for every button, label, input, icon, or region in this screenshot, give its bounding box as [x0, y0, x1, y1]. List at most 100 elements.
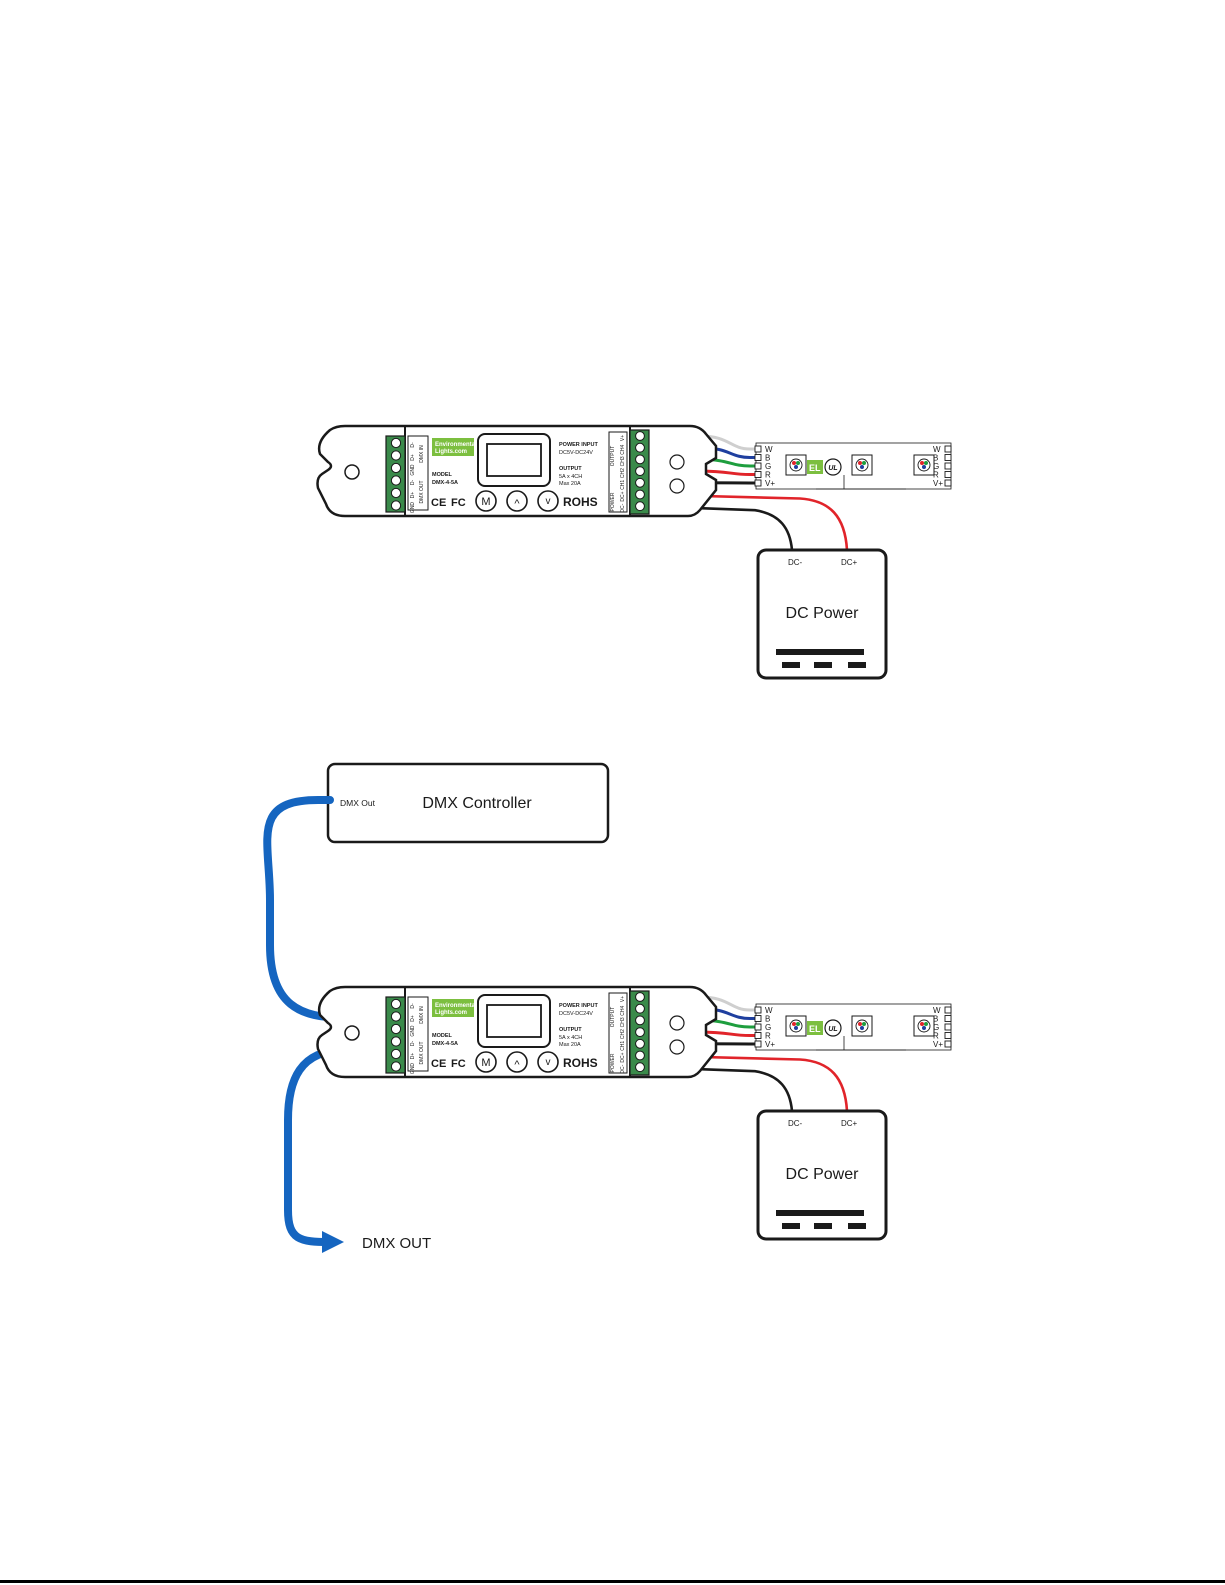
dmx-out-port-label: DMX Out	[340, 798, 376, 808]
output-side-label: OUTPUT	[610, 446, 616, 467]
power-input-label: POWER INPUT	[559, 1003, 598, 1009]
dmx-terminal-label: D-	[410, 480, 416, 486]
led-blue-die	[922, 1026, 926, 1030]
dmx-terminal-screw	[390, 475, 402, 486]
led-red-die	[792, 461, 796, 465]
output-value-2: Max 20A	[559, 481, 581, 487]
strip-pad-left	[754, 1023, 762, 1031]
strip-pad-right	[944, 479, 952, 487]
output-label: OUTPUT	[559, 1027, 582, 1033]
ul-logo-text: UL	[828, 1026, 837, 1033]
strip-pad-label-left: B	[765, 1015, 770, 1024]
output-terminal-screw	[635, 431, 645, 441]
output-terminal-label: DC+	[620, 491, 626, 501]
output-terminal-label: CH3	[620, 456, 626, 466]
power-input-value: DC5V-DC24V	[559, 1011, 593, 1017]
power-side-label: POWER	[610, 1053, 616, 1072]
output-terminal-screw	[635, 1038, 645, 1049]
dmx-terminal-screw	[390, 500, 402, 511]
output-terminal-label: CH2	[620, 1029, 626, 1039]
output-terminal-screw	[635, 1027, 645, 1037]
dmx-terminal-label: D-	[410, 1003, 416, 1009]
dc-power-title: DC Power	[786, 1166, 860, 1183]
brand-logo	[432, 438, 474, 456]
dc-minus-wire-b	[644, 1065, 794, 1112]
dmx-terminal-screw	[390, 1023, 402, 1035]
led-green-die	[862, 1022, 866, 1026]
led-red-die	[858, 1022, 862, 1026]
dmx-terminal-label: GND	[410, 502, 416, 514]
output-terminal-screw	[635, 477, 645, 488]
strip-pad-label-right: B	[933, 1015, 938, 1024]
strip-pad-label-left: W	[765, 445, 773, 454]
model-label: MODEL	[432, 472, 453, 478]
led-blue-die	[860, 465, 864, 469]
strip-pad-label-right: B	[933, 454, 938, 463]
led-green-die	[862, 461, 866, 465]
down-button-label: v	[546, 1057, 551, 1068]
output-label: OUTPUT	[559, 466, 582, 472]
page-bottom-rule	[0, 1580, 1225, 1583]
output-value-1: 5A x 4CH	[559, 474, 582, 480]
led-green-die	[796, 461, 800, 465]
led-red-die	[920, 1022, 924, 1026]
mode-button-label: M	[481, 1057, 490, 1069]
strip-pad-label-right: G	[933, 462, 939, 471]
strip-pad-label-left: G	[765, 1023, 771, 1032]
rohs-mark: ROHS	[563, 495, 598, 509]
ce-mark: CE	[431, 497, 446, 509]
output-terminal-screw	[635, 454, 645, 465]
dmx-out-label: DMX OUT	[419, 1041, 425, 1064]
strip-pad-left	[754, 445, 762, 453]
output-value-2: Max 20A	[559, 1042, 581, 1048]
dc-power-bar	[776, 1210, 864, 1216]
strip-pad-label-right: V+	[933, 479, 943, 488]
led-blue-die	[794, 1026, 798, 1030]
output-terminal-label: CH3	[620, 1017, 626, 1027]
strip-pad-right	[944, 1040, 952, 1048]
output-terminal-screw	[635, 1050, 645, 1061]
output-terminal-label: DC-	[620, 503, 626, 512]
dc-power-bar	[776, 649, 864, 655]
power-side-label: POWER	[610, 492, 616, 511]
ul-logo-text: UL	[828, 465, 837, 472]
strip-pad-right	[944, 462, 952, 470]
led-blue-die	[922, 465, 926, 469]
dmx-output-arrow-head	[322, 1231, 344, 1253]
strip-pad-label-left: G	[765, 462, 771, 471]
dmx-controller-title: DMX Controller	[422, 795, 532, 812]
el-logo	[807, 460, 823, 474]
dmx-terminal-screw	[390, 437, 402, 449]
dmx-terminal-label: D+	[410, 454, 416, 461]
dc-power-dash	[782, 662, 800, 668]
strip-pad-left	[754, 479, 762, 487]
el-logo-text: EL	[809, 1024, 821, 1034]
dc-minus-label: DC-	[788, 1119, 803, 1128]
brand-line-1: Environmental	[435, 1003, 477, 1009]
strip-pad-label-right: R	[933, 1032, 939, 1041]
brand-line-1: Environmental	[435, 442, 477, 448]
output-terminal-screw	[635, 992, 645, 1002]
model-label: MODEL	[432, 1033, 453, 1039]
model-value: DMX-4-5A	[432, 1041, 458, 1047]
strip-pad-left	[754, 1006, 762, 1014]
strip-pad-right	[944, 1032, 952, 1039]
ul-logo	[824, 1019, 842, 1037]
dmx-terminal-label: D+	[410, 1015, 416, 1022]
dmx-terminal-label: D+	[410, 492, 416, 499]
power-input-label: POWER INPUT	[559, 442, 598, 448]
dc-power-a: DC-DC+DC Power	[756, 548, 888, 680]
output-terminal-label: CH1	[620, 480, 626, 490]
strip-pad-right	[944, 1006, 952, 1014]
down-button-label: v	[546, 496, 551, 507]
strip-pad-label-left: B	[765, 454, 770, 463]
strip-pad-right	[944, 1015, 952, 1022]
dmx-controller: DMX Out DMX Controller	[326, 762, 610, 844]
led-red-die	[920, 461, 924, 465]
strip-pad-label-right: V+	[933, 1040, 943, 1049]
up-button-label: ^	[514, 498, 520, 510]
fc-mark: FC	[451, 1058, 466, 1070]
led-green-die	[924, 461, 928, 465]
strip-pad-right	[944, 1023, 952, 1031]
